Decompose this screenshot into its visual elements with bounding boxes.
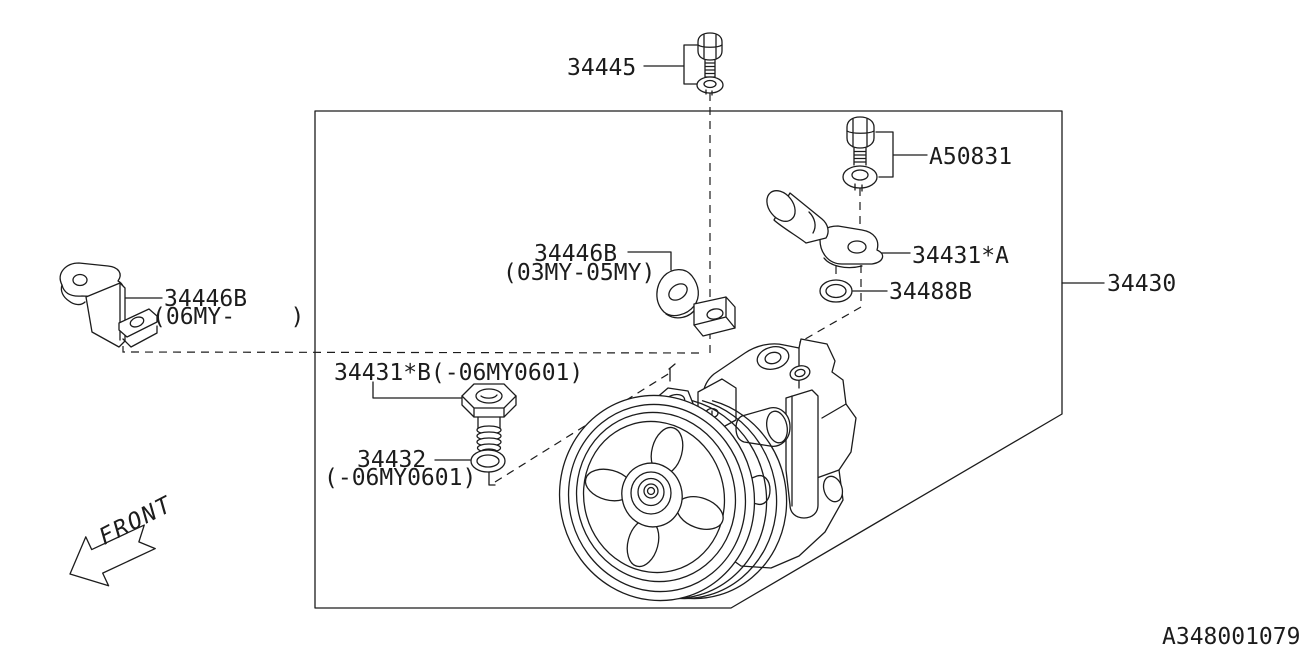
- connector-34431b: [461, 383, 517, 456]
- pipe-34431a: [766, 190, 884, 269]
- bolt-34445: [696, 32, 724, 96]
- part-note-06my0601: (-06MY0601): [324, 465, 477, 491]
- part-label-34488b: 34488B: [889, 279, 973, 305]
- pump-34430: [558, 338, 857, 602]
- washer-a50831: [842, 165, 878, 189]
- bolt-a50831: [842, 116, 878, 192]
- front-arrow: [69, 524, 156, 587]
- drawing-id: A348001079: [1162, 624, 1301, 650]
- part-label-a50831: A50831: [929, 144, 1013, 170]
- part-label-34431a: 34431*A: [912, 243, 1009, 269]
- part-note-06my: (06MY- ): [152, 304, 305, 330]
- part-label-34445: 34445: [567, 55, 637, 81]
- part-label-34430: 34430: [1107, 271, 1177, 297]
- part-label-34431b: 34431*B(-06MY0601): [334, 360, 584, 386]
- bracket-34446b-06my: [59, 262, 158, 348]
- oring-34432: [470, 449, 506, 473]
- assembly-boundary-box: [314, 110, 1063, 609]
- dashed-leader-lines: [122, 93, 862, 483]
- pointer-tick: [668, 363, 676, 382]
- bracket-34446b-03my: [656, 268, 736, 337]
- part-note-03my-05my: (03MY-05MY): [503, 260, 656, 286]
- washer-34445: [696, 76, 724, 94]
- part-label-34446b-left: 34446B: [164, 286, 248, 312]
- part-label-34446b-center: 34446B: [534, 241, 618, 267]
- part-label-34432: 34432: [357, 447, 427, 473]
- oring-34488b: [819, 279, 853, 303]
